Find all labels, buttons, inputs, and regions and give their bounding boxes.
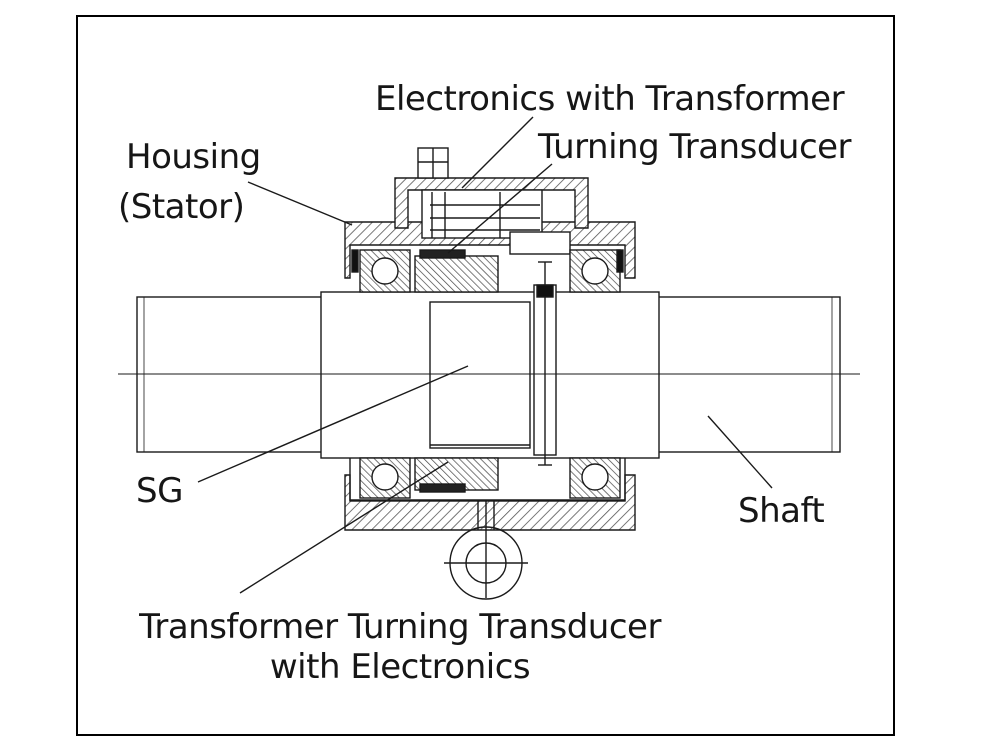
label-sg: SG: [136, 471, 183, 511]
leader-electronics: [461, 116, 534, 189]
bearing-top-right: [569, 249, 621, 293]
transformer-ring-top: [414, 255, 499, 293]
bearing-bottom-left: [359, 457, 411, 499]
label-shaft: Shaft: [738, 491, 825, 531]
leader-sg: [197, 365, 469, 483]
label-stator: (Stator): [118, 187, 245, 227]
leader-turning: [447, 163, 553, 254]
leader-shaft: [707, 415, 773, 489]
label-housing: Housing: [126, 137, 261, 177]
label-transformer-line2: with Electronics: [269, 647, 531, 687]
bearing-top-left: [359, 249, 411, 293]
electronics-housing: [394, 177, 589, 229]
leader-transformer: [239, 461, 449, 594]
label-transformer-line1: Transformer Turning Transducer: [139, 607, 661, 647]
bearing-bottom-right: [569, 457, 621, 499]
label-turning-transducer: Turning Transducer: [538, 127, 852, 167]
leader-housing: [247, 181, 353, 226]
diagram-frame: [76, 15, 895, 736]
label-electronics-with-transformer: Electronics with Transformer: [375, 79, 845, 119]
